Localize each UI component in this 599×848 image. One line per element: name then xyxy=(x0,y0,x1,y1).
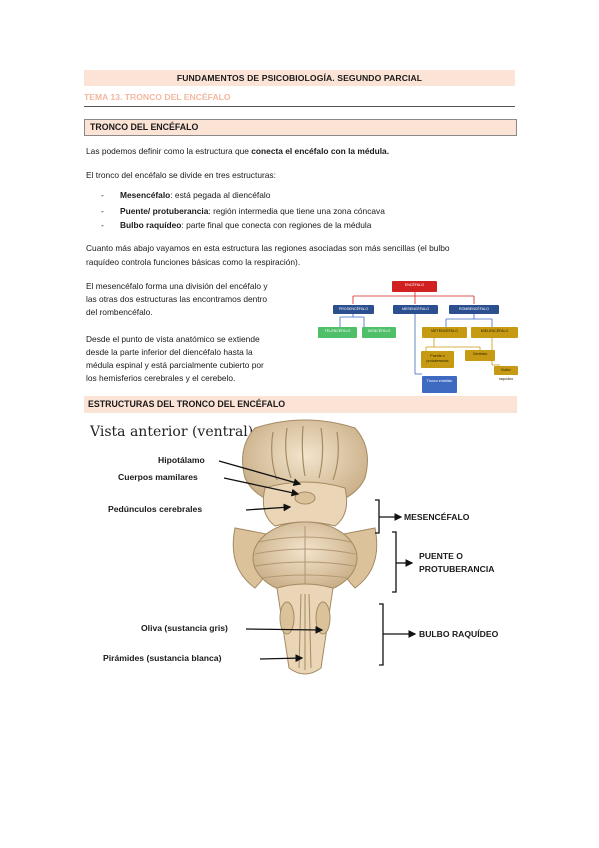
diagram-connectors xyxy=(339,291,500,375)
topic-title: TEMA 13. TRONCO DEL ENCÉFALO xyxy=(84,92,231,102)
bullet-text: : parte final que conecta con regiones d… xyxy=(181,220,372,230)
label-cuerpos-mamilares: Cuerpos mamilares xyxy=(118,472,198,482)
label-oliva: Oliva (sustancia gris) xyxy=(141,623,228,633)
bullet-term: Puente/ protuberancia xyxy=(120,206,209,216)
label-hipotalamo: Hipotálamo xyxy=(158,455,205,465)
text-line: las otras dos estructuras las encontramo… xyxy=(86,294,268,304)
node-puente: Puente o protuberancia xyxy=(421,351,454,368)
bullet-bulbo: - Bulbo raquídeo: parte final que conect… xyxy=(101,219,501,232)
divides-paragraph: El tronco del encéfalo se divide en tres… xyxy=(86,170,276,180)
brainstem-illustration xyxy=(232,419,378,675)
text-line: médula espinal y está parcialmente cubie… xyxy=(86,360,264,370)
region-mesencefalo: MESENCÉFALO xyxy=(404,512,470,522)
text-line: los hemisferios cerebrales y el cerebelo… xyxy=(86,373,236,383)
bullet-dash: - xyxy=(101,190,104,200)
bullet-term: Mesencéfalo xyxy=(120,190,171,200)
node-cerebelo: Cerebelo xyxy=(465,350,495,361)
node-mielencefalo: MIELENCÉFALO xyxy=(471,327,518,338)
node-mesencefalo: MESENCÉFALO xyxy=(393,305,438,314)
region-protuberancia: PROTUBERANCIA xyxy=(419,564,495,574)
region-puente: PUENTE O xyxy=(419,551,463,561)
node-telencefalo: TELENCÉFALO xyxy=(318,327,357,338)
text-line: Desde el punto de vista anatómico se ext… xyxy=(86,334,260,344)
text-line: desde la parte inferior del diencéfalo h… xyxy=(86,347,253,357)
node-bulbo: Bulbo raquídeo xyxy=(494,366,518,381)
bullet-text: : está pegada al diencéfalo xyxy=(170,190,271,200)
node-diencefalo: DIENCÉFALO xyxy=(362,327,396,338)
intro-bold-text: conecta el encéfalo con la médula. xyxy=(251,146,390,156)
intro-paragraph: Las podemos definir como la estructura q… xyxy=(86,145,516,158)
mesencefalo-paragraph: El mesencéfalo forma una división del en… xyxy=(86,280,314,319)
section-title-estructuras: ESTRUCTURAS DEL TRONCO DEL ENCÉFALO xyxy=(84,396,517,413)
intro-text: Las podemos definir como la estructura q… xyxy=(86,146,252,156)
section-title-tronco: TRONCO DEL ENCÉFALO xyxy=(84,119,517,136)
lower-paragraph-line-1: Cuanto más abajo vayamos en esta estruct… xyxy=(86,243,450,253)
bullet-mesencefalo: - Mesencéfalo: está pegada al diencéfalo xyxy=(101,189,501,202)
view-title: Vista anterior (ventral): xyxy=(90,424,258,440)
label-piramides: Pirámides (sustancia blanca) xyxy=(103,653,222,663)
lower-paragraph-line-2: raquídeo controla funciones básicas como… xyxy=(86,257,301,267)
label-pedunculos: Pedúnculos cerebrales xyxy=(108,504,203,514)
bullet-term: Bulbo raquídeo xyxy=(120,220,182,230)
topic-divider xyxy=(84,106,515,107)
text-line: El mesencéfalo forma una división del en… xyxy=(86,281,268,291)
node-encefalo: ENCÉFALO xyxy=(392,281,437,292)
node-prosencefalo: PROSENCÉFALO xyxy=(333,305,374,314)
bullet-text: : región intermedia que tiene una zona c… xyxy=(208,206,385,216)
bullet-dash: - xyxy=(101,220,104,230)
node-tronco: Tronco encéfalo xyxy=(422,376,457,393)
node-metencefalo: METENCÉFALO xyxy=(422,327,467,338)
bullet-puente: - Puente/ protuberancia: región intermed… xyxy=(101,205,501,218)
text-line: del rombencéfalo. xyxy=(86,307,153,317)
encephalon-diagram: ENCÉFALO PROSENCÉFALO MESENCÉFALO ROMBEN… xyxy=(314,275,519,395)
node-rombencefalo: ROMBENCÉFALO xyxy=(449,305,499,314)
bullet-dash: - xyxy=(101,206,104,216)
region-bulbo: BULBO RAQUÍDEO xyxy=(419,629,499,639)
document-header: FUNDAMENTOS DE PSICOBIOLOGÍA. SEGUNDO PA… xyxy=(84,70,515,86)
anatomico-paragraph: Desde el punto de vista anatómico se ext… xyxy=(86,333,314,385)
